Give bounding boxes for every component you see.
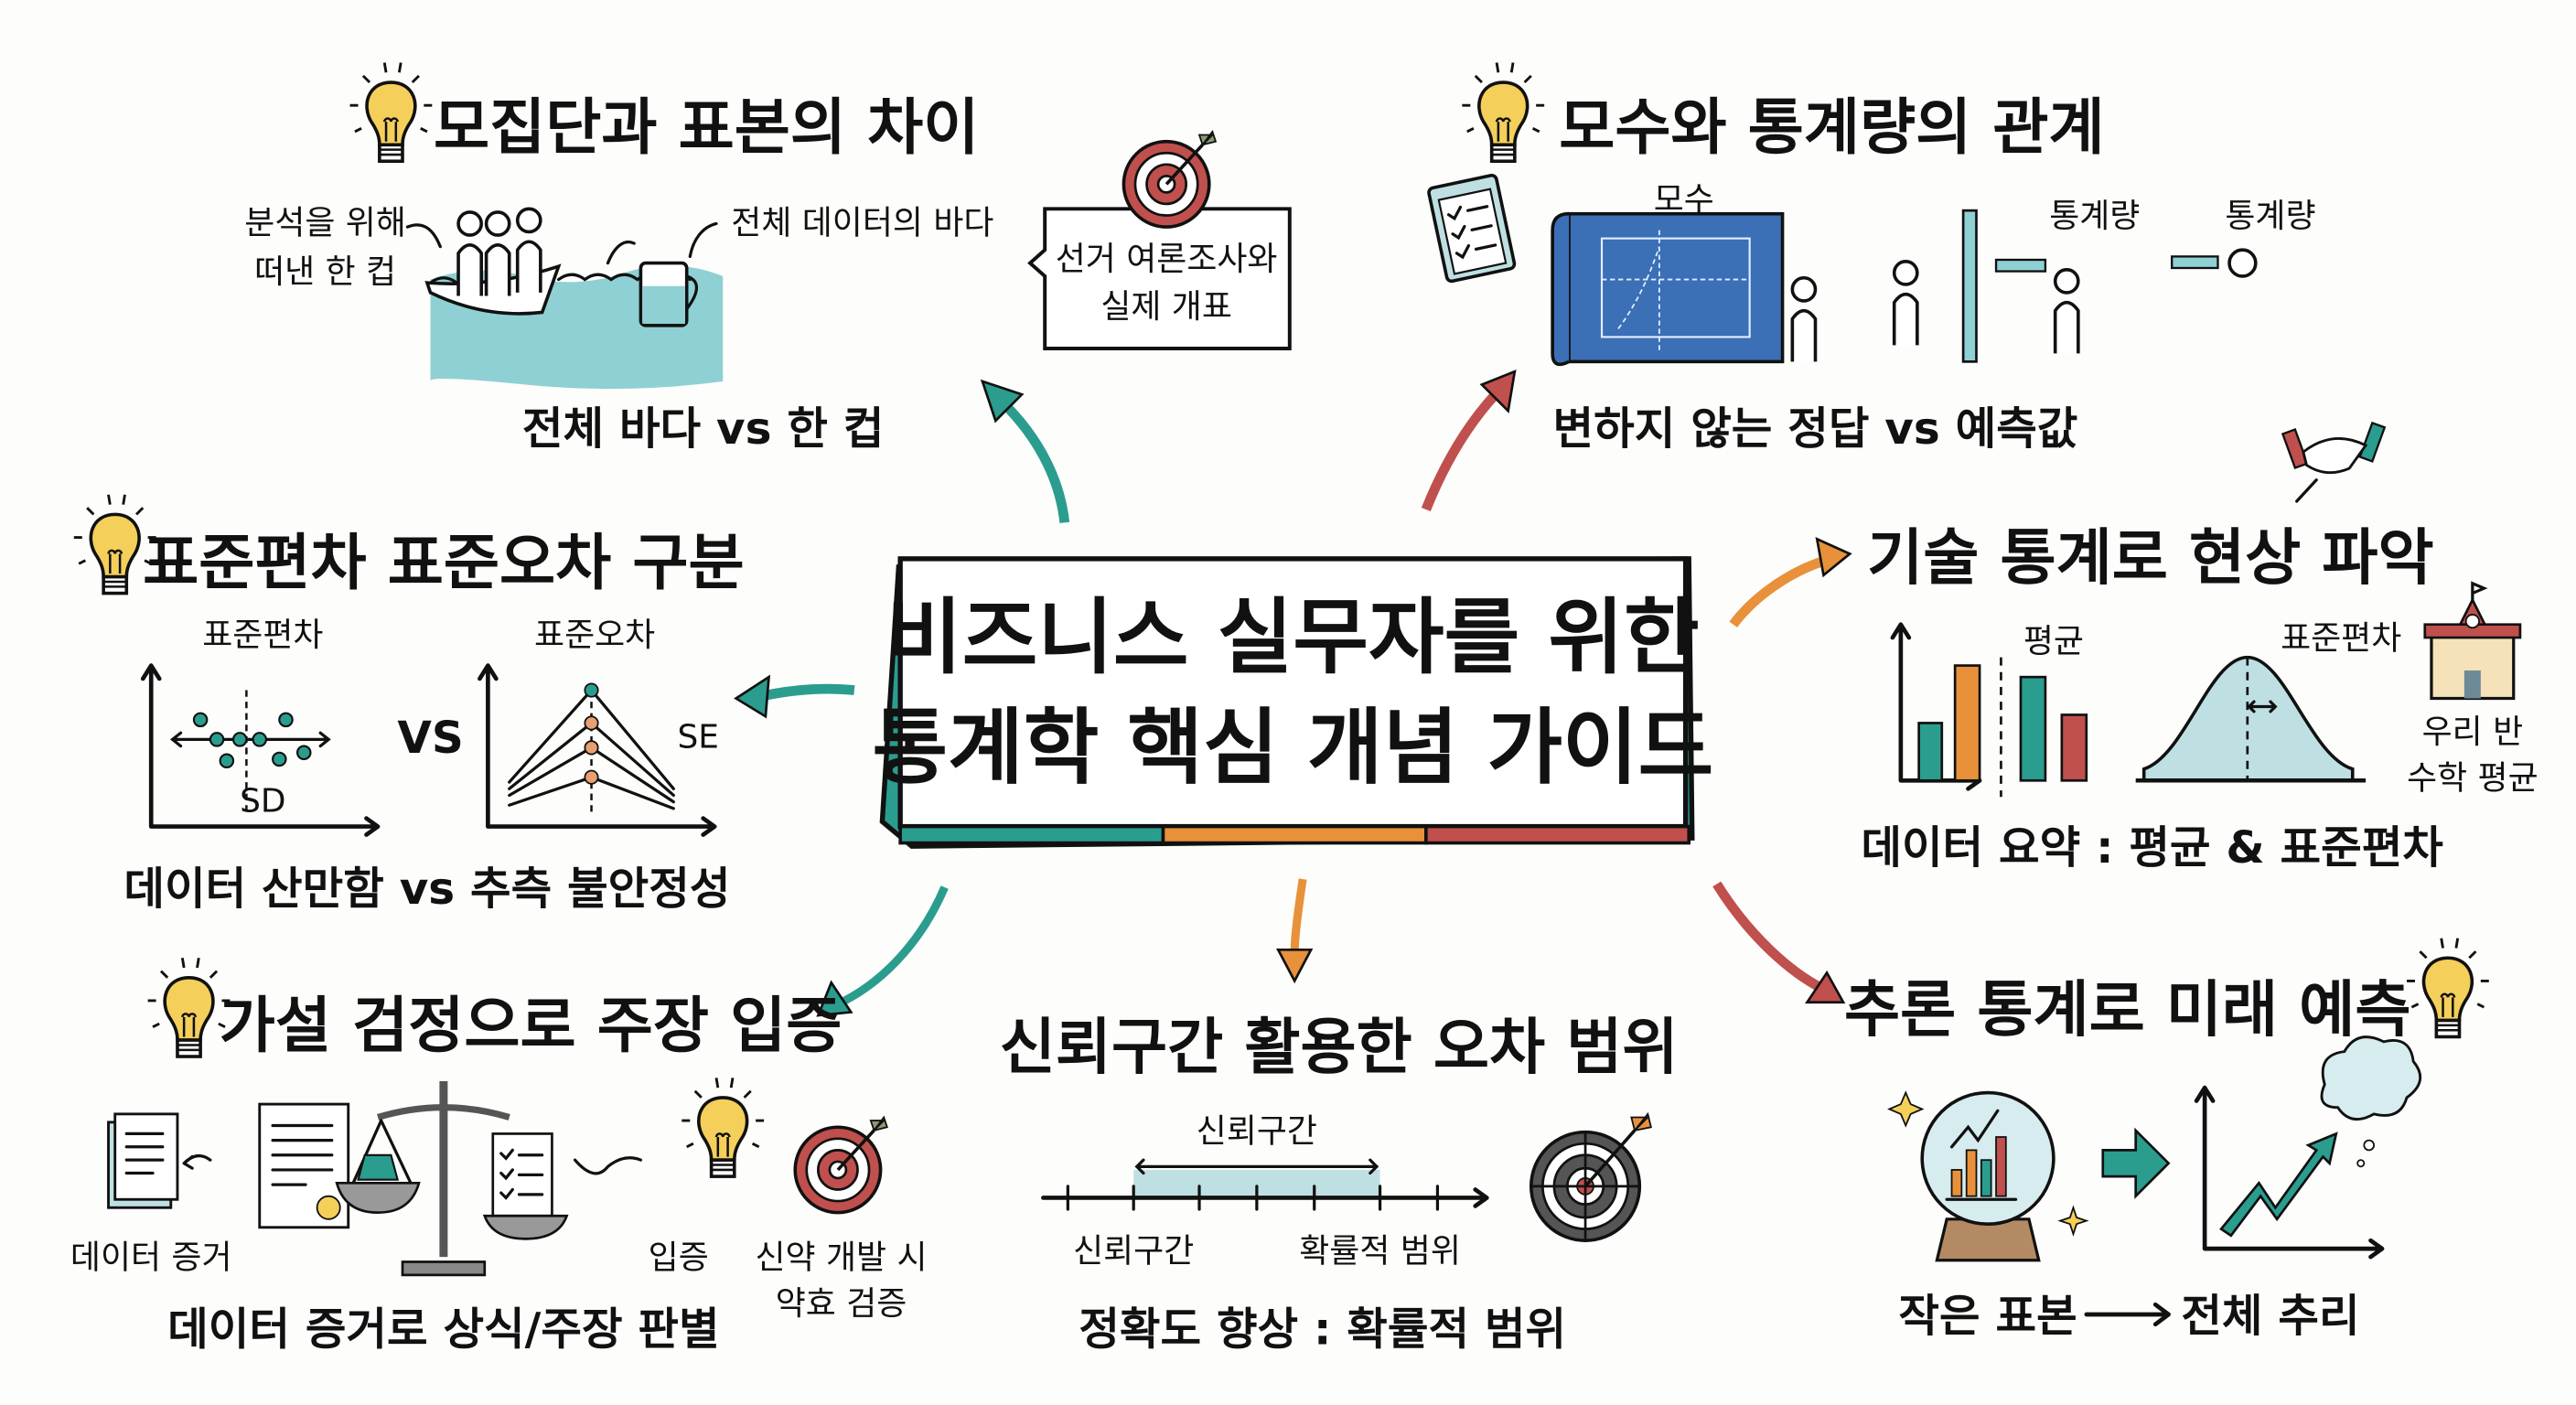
long-arrow-icon — [2084, 1302, 2171, 1327]
center-title-box: 비즈니스 실무자를 위한 통계학 핵심 개념 가이드 — [873, 556, 1714, 849]
documents-icon — [107, 1112, 179, 1209]
range-label: 확률적 범위 — [1299, 1233, 1461, 1271]
person-icon — [2227, 248, 2258, 278]
example-line2: 실제 개표 — [1100, 288, 1232, 326]
arrow-to-sd-se — [757, 683, 855, 702]
interval-left-label: 신뢰구간 — [1073, 1233, 1194, 1271]
arrow-to-descriptive — [1729, 553, 1833, 627]
lightbulb-icon — [2405, 936, 2491, 1039]
boat-with-people-icon — [424, 207, 562, 316]
blueprint-icon — [1551, 211, 1785, 367]
sd-scatter-icon — [140, 663, 381, 837]
cup-icon — [639, 261, 699, 327]
ruler-icon — [2171, 255, 2219, 270]
target-icon — [793, 1115, 889, 1215]
arrow-to-hypothesis — [832, 885, 949, 1010]
cup-label-line2: 떠낸 한 컵 — [254, 253, 396, 291]
section-summary: 데이터 증거로 상식/주장 판별 — [167, 1303, 719, 1355]
summary-from: 작은 표본 — [1898, 1291, 2077, 1342]
statistic-label-1: 통계량 — [2049, 198, 2140, 235]
mean-label: 평균 — [2023, 623, 2084, 660]
balance-scale-icon — [335, 1080, 569, 1277]
summary-to: 전체 추리 — [2181, 1291, 2359, 1342]
section-descriptive-statistics: 기술 통계로 현상 파악 평균 표준편차 우리 반 수학 평균 데이터 요약 — [1861, 421, 2538, 874]
right-arrow-icon — [2101, 1127, 2171, 1199]
section-summary: 정확도 향상 : 확률적 범위 — [1079, 1303, 1566, 1355]
prove-label: 입증 — [649, 1239, 709, 1277]
speech-bubble: 선거 여론조사와 실제 개표 — [1027, 207, 1292, 350]
example-line2: 수학 평균 — [2407, 759, 2538, 797]
clipboard-icon — [1427, 173, 1517, 284]
person-icon — [1892, 260, 1919, 348]
dartboard-icon — [1530, 1111, 1652, 1242]
sd-label: 표준편차 — [2281, 620, 2401, 658]
person-icon — [1790, 275, 1818, 364]
lightbulb-icon — [680, 1076, 766, 1178]
section-title: 모집단과 표본의 차이 — [434, 91, 979, 163]
connector-arrows — [734, 369, 1852, 1017]
vs-label: VS — [397, 713, 463, 764]
school-icon — [2423, 581, 2522, 701]
example-line1: 우리 반 — [2422, 713, 2524, 751]
growth-chart-icon — [2194, 1085, 2385, 1260]
section-title: 추론 통계로 미래 예측 — [1844, 973, 2411, 1045]
section-parameter-statistic: 모수와 통계량의 관계 모수 통계량 통계량 변하지 않는 정답 vs 예측값 — [1427, 60, 2316, 455]
arrow-to-confidence — [1290, 878, 1307, 953]
evidence-label: 데이터 증거 — [70, 1239, 232, 1277]
statistic-label-2: 통계량 — [2225, 198, 2315, 235]
section-summary: 데이터 요약 : 평균 & 표준편차 — [1861, 822, 2443, 874]
cup-label-line1: 분석을 위해 — [244, 204, 406, 241]
section-summary: 전체 바다 vs 한 컵 — [522, 403, 885, 455]
sea-label: 전체 데이터의 바다 — [731, 204, 993, 241]
section-confidence-interval: 신뢰구간 활용한 오차 범위 신뢰구간 신뢰구간 확률적 범위 정확도 향상 :… — [1000, 1012, 1679, 1356]
example-line1: 선거 여론조사와 — [1056, 241, 1278, 278]
bar-chart-icon — [1890, 622, 2088, 798]
se-chart-icon — [478, 663, 717, 837]
se-chart-title: 표준오차 — [534, 617, 655, 654]
section-population-sample: 모집단과 표본의 차이 분석을 위해 떠낸 한 컵 전체 데이터의 바다 선거 … — [244, 60, 1292, 455]
section-hypothesis-testing: 가설 검정으로 주장 입증 데이터 증거 입증 신약 개발 시 — [70, 956, 928, 1355]
person-icon — [2053, 267, 2080, 356]
center-title-line2: 통계학 핵심 개념 가이드 — [873, 701, 1714, 796]
certificate-icon — [258, 1102, 350, 1229]
example-line2: 약효 검증 — [776, 1285, 907, 1323]
section-sd-vs-se: 표준편차 표준오차 구분 표준편차 SD VS 표준오차 SE 데이터 산만함 … — [72, 493, 745, 915]
section-title: 기술 통계로 현상 파악 — [1867, 521, 2433, 593]
sd-chart-title: 표준편차 — [202, 617, 323, 654]
section-title: 모수와 통계량의 관계 — [1559, 91, 2104, 163]
arrow-to-population — [990, 391, 1070, 523]
lightbulb-icon — [145, 956, 232, 1058]
se-abbr: SE — [678, 718, 719, 756]
section-inferential-statistics: 추론 통계로 미래 예측 작은 표본 전체 추리 — [1844, 936, 2491, 1342]
handshake-icon — [2281, 421, 2387, 503]
ruler-icon — [1994, 258, 2047, 273]
arrow-to-inferential — [1712, 881, 1826, 994]
section-title: 표준편차 표준오차 구분 — [143, 527, 745, 598]
interval-top-label: 신뢰구간 — [1197, 1112, 1317, 1150]
section-title: 가설 검정으로 주장 입증 — [220, 990, 843, 1061]
lightbulb-icon — [348, 60, 435, 164]
section-summary: 데이터 산만함 vs 추측 불안정성 — [123, 863, 730, 915]
lightbulb-icon — [1460, 60, 1546, 164]
section-title: 신뢰구간 활용한 오차 범위 — [1000, 1012, 1679, 1083]
sd-abbr: SD — [240, 782, 285, 820]
section-summary: 변하지 않는 정답 vs 예측값 — [1553, 403, 2078, 455]
ruler-icon — [1961, 209, 1978, 363]
arrow-to-parameter — [1421, 382, 1508, 511]
thought-cloud-icon — [2320, 1035, 2422, 1168]
crystal-ball-icon — [1887, 1090, 2089, 1262]
example-line1: 신약 개발 시 — [756, 1239, 928, 1277]
number-line-icon — [1041, 1158, 1489, 1211]
bell-curve-icon — [2135, 655, 2367, 783]
center-title-line1: 비즈니스 실무자를 위한 — [886, 591, 1700, 686]
